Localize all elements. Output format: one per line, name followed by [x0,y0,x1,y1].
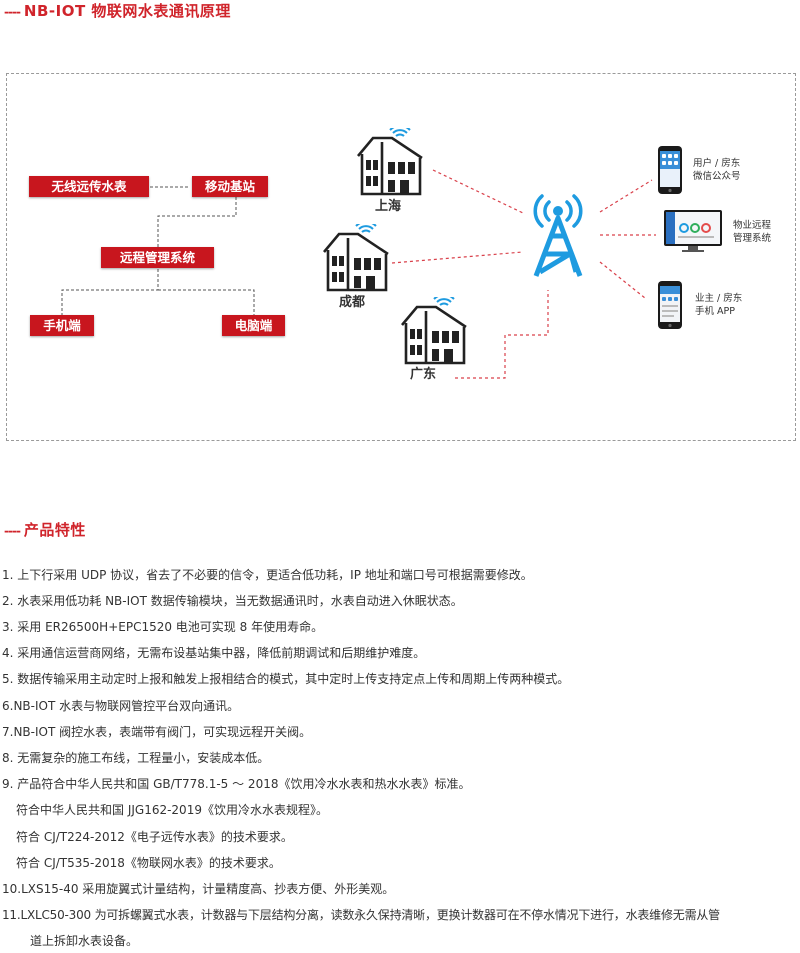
phone-icon [658,146,682,194]
wechat-label-line2: 微信公众号 [693,171,741,182]
base-station-node: 移动基站 [192,176,268,197]
phone-icon [658,281,682,329]
feature-item: 10.LXS15-40 采用旋翼式计量结构，计量精度高、抄表方便、外形美观。 [2,882,395,896]
feature-item: 符合 CJ/T224-2012《电子远传水表》的技术要求。 [16,830,293,844]
remote-mgmt-node: 远程管理系统 [101,247,214,268]
guangdong-to-tower-link [455,290,549,379]
signal-tower-icon [533,194,583,277]
feature-item: 符合 CJ/T535-2018《物联网水表》的技术要求。 [16,856,281,870]
city-guangdong: 广东 [410,367,437,382]
city-chengdu: 成都 [339,295,366,310]
feature-item: 4. 采用通信运营商网络，无需布设基站集中器，降低前期调试和后期维护难度。 [2,646,426,660]
feature-item: 5. 数据传输采用主动定时上报和触发上报相结合的模式，其中定时上传支持定点上传和… [2,672,570,686]
wifi-icon [355,224,377,233]
feature-item: 8. 无需复杂的施工布线，工程量小，安装成本低。 [2,751,270,765]
title-dash: ---- [4,5,21,19]
diagram-connectors [61,169,656,379]
pc-node: 电脑端 [222,315,285,336]
feature-item: 6.NB-IOT 水表与物联网管控平台双向通讯。 [2,699,240,713]
feature-item: 1. 上下行采用 UDP 协议，省去了不必要的信令，更适合低功耗，IP 地址和端… [2,568,533,582]
features-title-text: 产品特性 [23,521,86,539]
mobile-node: 手机端 [30,315,94,336]
wechat-label-line1: 用户 / 房东 [693,158,741,169]
city-shanghai: 上海 [375,199,402,214]
features-title: ----产品特性 [4,519,86,540]
house-icon [323,224,389,292]
meter-node: 无线远传水表 [29,176,149,197]
diagram-frame [6,73,796,441]
tower-to-wechat-link [599,179,653,213]
wifi-icon [389,128,411,137]
feature-item: 11.LXLC50-300 为可拆螺翼式水表，计数器与下层结构分离，读数永久保持… [2,908,720,922]
shanghai-to-tower-link [432,169,524,214]
app-label-line1: 业主 / 房东 [695,293,743,304]
principle-title: ----NB-IOT 物联网水表通讯原理 [4,0,231,21]
feature-item: 2. 水表采用低功耗 NB-IOT 数据传输模块，当无数据通讯时，水表自动进入休… [2,594,463,608]
property-label-line2: 管理系统 [733,233,772,244]
system-to-pc-link [158,289,255,315]
house-icon [357,128,423,196]
feature-item: 9. 产品符合中华人民共和国 GB/T778.1-5 ～ 2018《饮用冷水水表… [2,777,471,791]
feature-item: 道上拆卸水表设备。 [30,934,139,948]
feature-item: 3. 采用 ER26500H+EPC1520 电池可实现 8 年使用寿命。 [2,620,324,634]
system-to-mobile-link [61,269,159,315]
app-label-line2: 手机 APP [695,306,735,317]
wifi-icon [433,297,455,306]
property-label: 物业远程 管理系统 [733,219,771,245]
app-label: 业主 / 房东 手机 APP [695,292,742,318]
title-dash: ---- [4,524,21,538]
monitor-icon [664,210,722,252]
feature-item: 符合中华人民共和国 JJG162-2019《饮用冷水水表规程》。 [16,803,328,817]
house-icon [401,297,467,365]
feature-item: 7.NB-IOT 阀控水表，表端带有阀门，可实现远程开关阀。 [2,725,312,739]
station-to-system-link [157,197,237,247]
principle-title-text: NB-IOT 物联网水表通讯原理 [23,2,231,20]
tower-to-app-link [599,261,646,299]
chengdu-to-tower-link [391,251,524,264]
wechat-label: 用户 / 房东 微信公众号 [693,157,741,183]
property-label-line1: 物业远程 [733,220,772,231]
